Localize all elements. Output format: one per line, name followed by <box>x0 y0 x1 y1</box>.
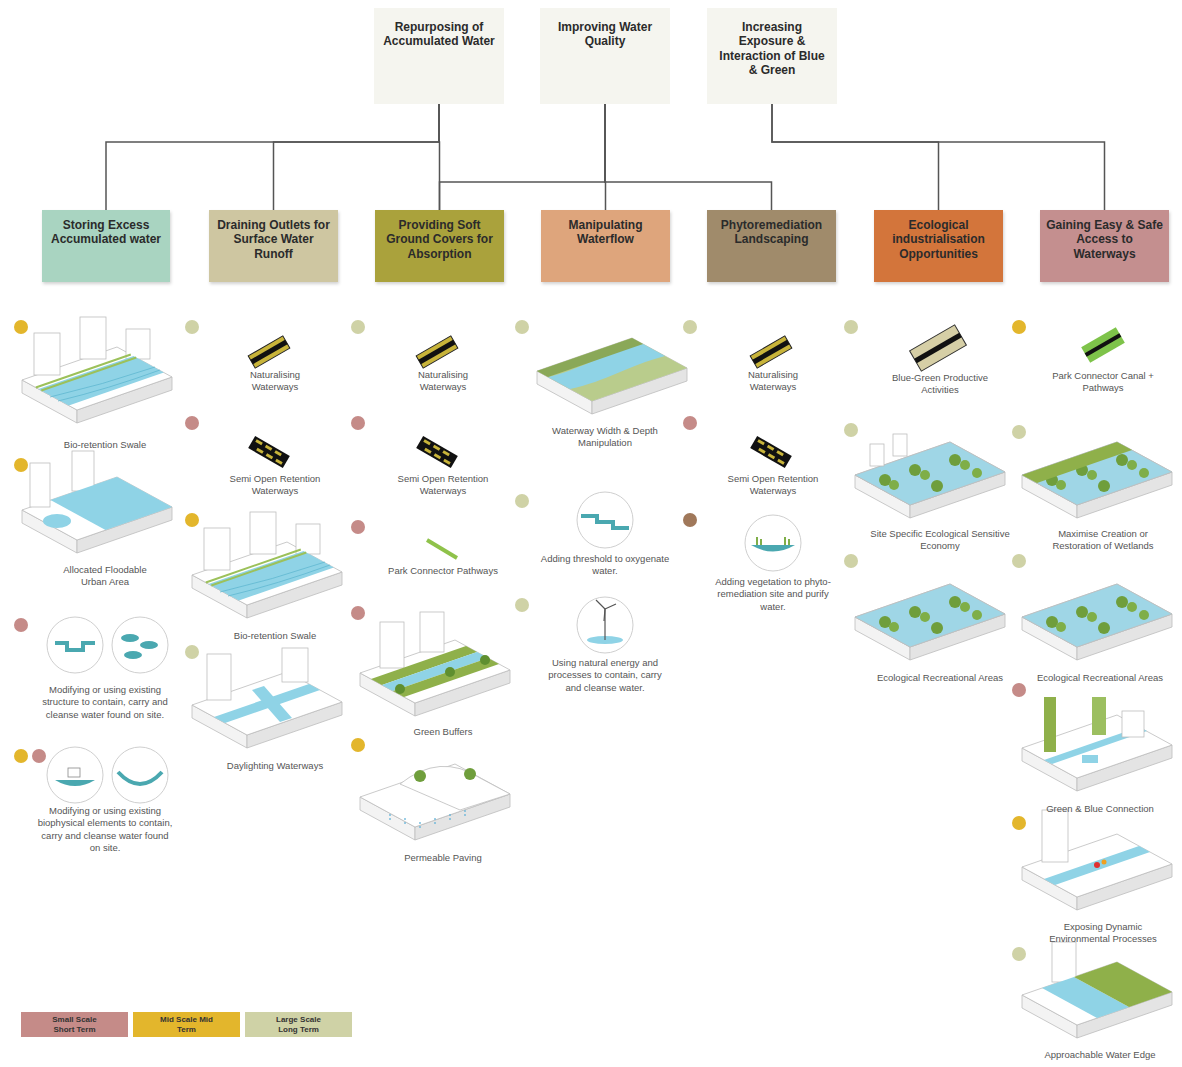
caption-label: Bio-retention Swale <box>205 630 345 642</box>
strategy-box: Providing Soft Ground Covers for Absorpt… <box>375 210 504 282</box>
caption-label: Semi Open Retention Waterways <box>220 473 330 498</box>
recreational-areas-illustration <box>1022 584 1172 660</box>
structure-section-icons <box>47 617 168 673</box>
tree-connector <box>605 104 772 210</box>
caption-label: Green Buffers <box>373 726 513 738</box>
vegetation-icon <box>745 515 801 571</box>
legend-swatch: Large Scale Long Term <box>245 1012 352 1037</box>
caption-label: Using natural energy and processes to co… <box>540 657 670 694</box>
box-text: Ecological industrialisation Opportuniti… <box>880 218 997 261</box>
daylighting-illustration <box>192 648 342 748</box>
goal-box: Repurposing of Accumulated Water <box>374 8 504 104</box>
goal-box: Improving Water Quality <box>540 8 670 104</box>
naturalising-icon <box>750 336 792 368</box>
caption-label: Allocated Floodable Urban Area <box>50 564 160 589</box>
caption-label: Green & Blue Connection <box>1025 803 1175 815</box>
tree-connector <box>440 104 606 210</box>
semi-open-icon <box>416 436 458 468</box>
semi-open-icon <box>750 436 792 468</box>
caption-label: Bio-retention Swale <box>35 439 175 451</box>
tree-connector <box>772 104 1105 210</box>
naturalising-icon <box>416 336 458 368</box>
caption-label: Maximise Creation or Restoration of Wetl… <box>1043 528 1163 553</box>
floodable-area-illustration <box>22 451 172 553</box>
natural-energy-icon <box>577 597 633 653</box>
caption-label: Park Connector Canal + Pathways <box>1048 370 1158 395</box>
semi-open-icon <box>248 436 290 468</box>
box-text: Manipulating Waterflow <box>547 218 664 247</box>
caption-label: Adding vegetation to phyto-remediation s… <box>713 576 833 613</box>
box-text: Phytoremediation Landscaping <box>713 218 830 247</box>
caption-label: Naturalising Waterways <box>728 369 818 394</box>
legend-swatch: Small Scale Short Term <box>21 1012 128 1037</box>
box-text: Repurposing of Accumulated Water <box>382 20 496 49</box>
wetlands-illustration <box>1022 442 1172 518</box>
caption-label: Approachable Water Edge <box>1025 1049 1175 1061</box>
caption-label: Adding threshold to oxygenate water. <box>540 553 670 578</box>
biophysical-section-icons <box>47 747 168 803</box>
caption-label: Ecological Recreational Areas <box>865 672 1015 684</box>
box-text: Providing Soft Ground Covers for Absorpt… <box>381 218 498 261</box>
box-text: Improving Water Quality <box>548 20 662 49</box>
caption-label: Semi Open Retention Waterways <box>718 473 828 498</box>
goal-box: Increasing Exposure & Interaction of Blu… <box>707 8 837 104</box>
scale-dots <box>14 320 1026 961</box>
caption-label: Modifying or using existing structure to… <box>38 684 173 721</box>
caption-label: Waterway Width & Depth Manipulation <box>535 425 675 450</box>
caption-label: Daylighting Waterways <box>205 760 345 772</box>
canal-pathway-icon <box>1081 327 1125 363</box>
strategy-box: Storing Excess Accumulated water <box>42 210 170 282</box>
tree-connector <box>106 104 439 210</box>
permeable-paving-illustration <box>360 764 510 840</box>
strategy-box: Phytoremediation Landscaping <box>707 210 836 282</box>
caption-label: Semi Open Retention Waterways <box>388 473 498 498</box>
caption-label: Park Connector Pathways <box>373 565 513 577</box>
threshold-icon <box>577 492 633 548</box>
caption-label: Exposing Dynamic Environmental Processes <box>1043 921 1163 946</box>
ecological-economy-illustration <box>855 434 1005 518</box>
caption-label: Naturalising Waterways <box>398 369 488 394</box>
legend-swatch: Mid Scale Mid Term <box>133 1012 240 1037</box>
water-edge-illustration <box>1022 942 1172 1038</box>
dynamic-processes-illustration <box>1022 810 1172 910</box>
legend-text: Small Scale Short Term <box>45 1015 105 1033</box>
box-text: Storing Excess Accumulated water <box>48 218 164 247</box>
legend-text: Mid Scale Mid Term <box>157 1015 217 1033</box>
caption-label: Modifying or using existing biophysical … <box>38 805 173 854</box>
box-text: Gaining Easy & Safe Access to Waterways <box>1046 218 1163 261</box>
caption-label: Naturalising Waterways <box>230 369 320 394</box>
box-text: Draining Outlets for Surface Water Runof… <box>215 218 332 261</box>
strategy-box: Draining Outlets for Surface Water Runof… <box>209 210 338 282</box>
park-connector-icon <box>427 540 457 558</box>
strategy-box: Manipulating Waterflow <box>541 210 670 282</box>
caption-label: Blue-Green Productive Activities <box>885 372 995 397</box>
waterway-width-illustration <box>537 338 687 414</box>
caption-label: Permeable Paving <box>373 852 513 864</box>
productive-activities-icon <box>910 325 967 371</box>
bioretention-swale-illustration <box>22 317 172 423</box>
green-buffers-illustration <box>360 612 510 716</box>
recreational-areas-illustration <box>855 584 1005 660</box>
bioretention-swale-illustration <box>192 512 342 618</box>
naturalising-icon <box>248 336 290 368</box>
caption-label: Site Specific Ecological Sensitive Econo… <box>870 528 1010 553</box>
tree-connector <box>274 104 440 210</box>
strategy-box: Ecological industrialisation Opportuniti… <box>874 210 1003 282</box>
box-text: Increasing Exposure & Interaction of Blu… <box>715 20 829 78</box>
tree-connector <box>772 104 939 210</box>
green-blue-connection-illustration <box>1022 697 1172 791</box>
strategy-box: Gaining Easy & Safe Access to Waterways <box>1040 210 1169 282</box>
caption-label: Ecological Recreational Areas <box>1025 672 1175 684</box>
legend-text: Large Scale Long Term <box>269 1015 329 1033</box>
